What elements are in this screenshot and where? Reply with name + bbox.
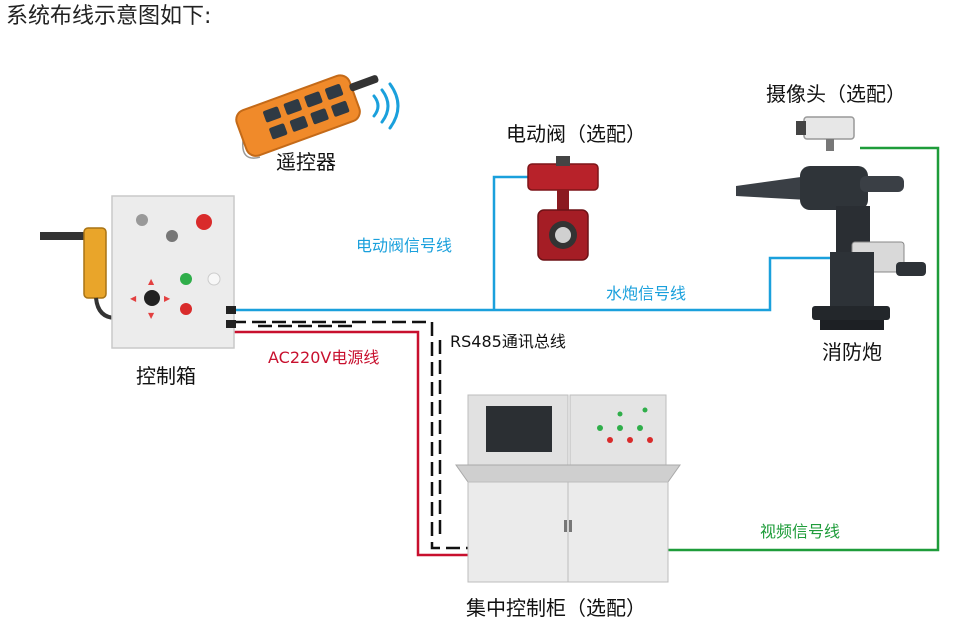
black-rs485-wire <box>232 320 470 550</box>
fire-cannon-icon <box>736 166 926 330</box>
svg-text:◀: ◀ <box>130 294 137 303</box>
blue-signal-wire <box>232 175 855 312</box>
red-power-wire <box>232 330 468 557</box>
rs485-label: RS485通讯总线 <box>450 332 566 351</box>
cannon-label: 消防炮 <box>822 340 882 364</box>
cabinet-label: 集中控制柜（选配） <box>466 596 646 620</box>
electric-valve-icon <box>527 156 599 261</box>
cannon-signal-label: 水炮信号线 <box>606 284 687 303</box>
remote-control-icon <box>235 74 379 159</box>
control-cabinet-icon <box>455 394 681 583</box>
camera-icon <box>796 116 855 151</box>
control-box-icon: ▲ ◀ ▶ ▼ <box>40 195 236 349</box>
ac-power-label: AC220V电源线 <box>268 348 380 367</box>
remote-label: 遥控器 <box>276 150 336 174</box>
camera-label: 摄像头（选配） <box>766 82 906 106</box>
svg-text:▶: ▶ <box>164 294 171 303</box>
wireless-signal-icon <box>372 82 400 130</box>
svg-text:▲: ▲ <box>148 277 155 286</box>
valve-signal-label: 电动阀信号线 <box>356 236 453 255</box>
page-title: 系统布线示意图如下: <box>6 4 212 29</box>
control-box-label: 控制箱 <box>136 364 196 388</box>
svg-text:▼: ▼ <box>148 311 155 320</box>
valve-label: 电动阀（选配） <box>506 122 646 146</box>
video-signal-label: 视频信号线 <box>760 522 841 541</box>
green-video-wire <box>668 146 940 552</box>
